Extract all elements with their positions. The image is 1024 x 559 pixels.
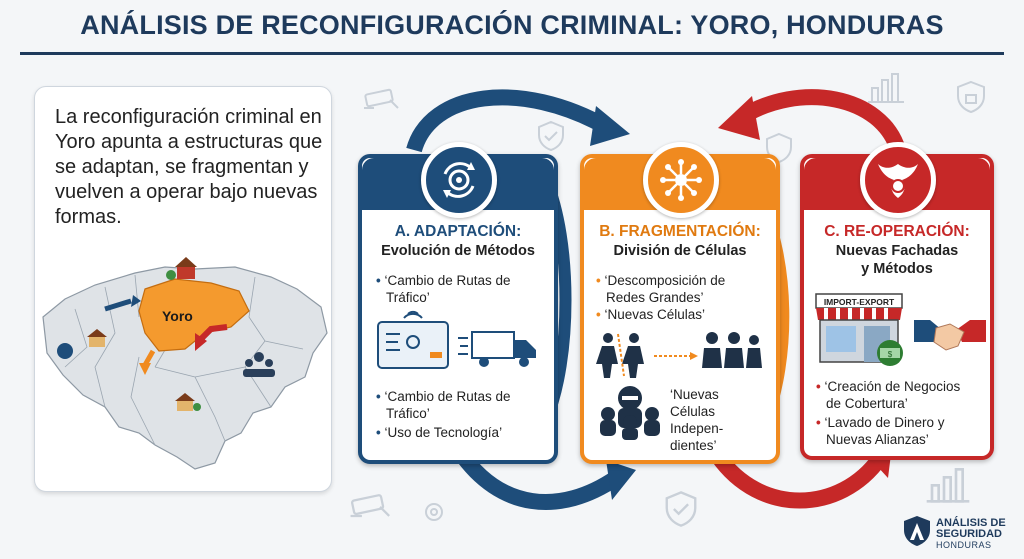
- card-adaptation-bullet: • ‘Cambio de Rutas de: [376, 389, 511, 404]
- logo-line3: HONDURAS: [936, 540, 992, 550]
- card-reoperation-bullet: • ‘Lavado de Dinero y: [816, 415, 945, 430]
- card-reoperation-bullet-cont: Nuevas Alianzas’: [826, 432, 929, 447]
- logo-shield-icon: [904, 516, 930, 546]
- card-adaptation-bullet: • ‘Uso de Tecnología’: [376, 425, 503, 440]
- card-fragmentation-bullet-cont: Indepen-: [670, 421, 724, 436]
- card-reoperation-subtitle-line2: y Métodos: [861, 261, 933, 277]
- yoro-label: Yoro: [162, 308, 193, 324]
- group-people-icon: [243, 352, 275, 377]
- bar-chart-icon: [868, 73, 904, 103]
- bar-chart-icon: [926, 468, 970, 503]
- logo-line2: SEGURIDAD: [936, 528, 1003, 540]
- card-fragmentation-bullet-cont: Redes Grandes’: [606, 290, 704, 305]
- svg-text:$: $: [888, 350, 893, 359]
- cctv-camera-icon: [364, 88, 399, 109]
- card-fragmentation-bullet-cont: Células: [670, 404, 716, 419]
- shield-check-icon: [538, 120, 564, 152]
- page-title: ANÁLISIS DE RECONFIGURACIÓN CRIMINAL: YO…: [80, 10, 944, 40]
- hooded-group-icon: [600, 386, 660, 440]
- house-icon: [87, 329, 107, 347]
- truck-icon: [458, 331, 536, 367]
- card-adaptation: A. ADAPTACIÓN: Evolución de Métodos • ‘C…: [358, 142, 558, 464]
- card-reoperation-bullet: • ‘Creación de Negocios: [816, 379, 961, 394]
- card-fragmentation-subtitle: División de Células: [613, 243, 747, 259]
- arrow-adaptation-to-fragmentation: [406, 89, 612, 153]
- intro-panel: La reconfiguración criminal en Yoro apun…: [34, 86, 332, 492]
- lock-shield-icon: [957, 80, 985, 114]
- house-icon: [166, 257, 197, 280]
- card-reoperation-subtitle-line1: Nuevas Fachadas: [835, 243, 959, 259]
- arrow-bottom-blue: [453, 447, 621, 510]
- arrow-bottom-red: [711, 451, 887, 509]
- card-adaptation-bullet: • ‘Cambio de Rutas de: [376, 273, 511, 288]
- card-reoperation-title: C. RE-OPERACIÓN:: [824, 223, 970, 240]
- logo-line1: ANÁLISIS DE: [936, 517, 1006, 529]
- phoenix-icon: [860, 142, 936, 218]
- card-adaptation-subtitle: Evolución de Métodos: [381, 243, 535, 259]
- gear-cycle-icon: [421, 142, 497, 218]
- card-fragmentation-bullet: • ‘Nuevas Células’: [596, 307, 706, 322]
- card-fragmentation-bullet: ‘Nuevas: [670, 387, 719, 402]
- card-adaptation-title: A. ADAPTACIÓN:: [394, 223, 522, 240]
- card-fragmentation: B. FRAGMENTACIÓN: División de Células • …: [580, 142, 780, 464]
- title-divider: [20, 52, 1004, 55]
- card-reoperation: C. RE-OPERACIÓN: Nuevas Fachadas y Métod…: [800, 142, 994, 460]
- card-reoperation-bullet-cont: de Cobertura’: [826, 396, 908, 411]
- handshake-icon: [57, 343, 73, 359]
- router-wifi-icon: [377, 310, 449, 369]
- card-fragmentation-bullet: • ‘Descomposición de: [596, 273, 726, 288]
- import-export-sign: IMPORT-EXPORT: [824, 297, 895, 307]
- card-adaptation-bullet-cont: Tráfico’: [386, 406, 430, 421]
- handshake-icon: [914, 320, 986, 351]
- honduras-map: Yoro: [42, 257, 328, 470]
- cctv-camera-icon: [350, 494, 390, 518]
- house-icon: [175, 393, 201, 411]
- gear-icon: [425, 503, 443, 521]
- splitting-people-icon: [596, 332, 762, 378]
- shield-check-icon: [665, 491, 697, 527]
- card-fragmentation-title: B. FRAGMENTACIÓN:: [599, 223, 761, 240]
- card-fragmentation-bullet-cont: dientes’: [670, 438, 717, 453]
- logo-text: ANÁLISIS DE SEGURIDAD HONDURAS: [936, 518, 1006, 551]
- network-split-icon: [643, 142, 719, 218]
- intro-text: La reconfiguración criminal en Yoro apun…: [55, 106, 323, 228]
- money-icon: $: [877, 340, 903, 366]
- card-adaptation-bullet-cont: Tráfico’: [386, 290, 430, 305]
- arrow-reoperation-to-fragmentation: [735, 89, 906, 153]
